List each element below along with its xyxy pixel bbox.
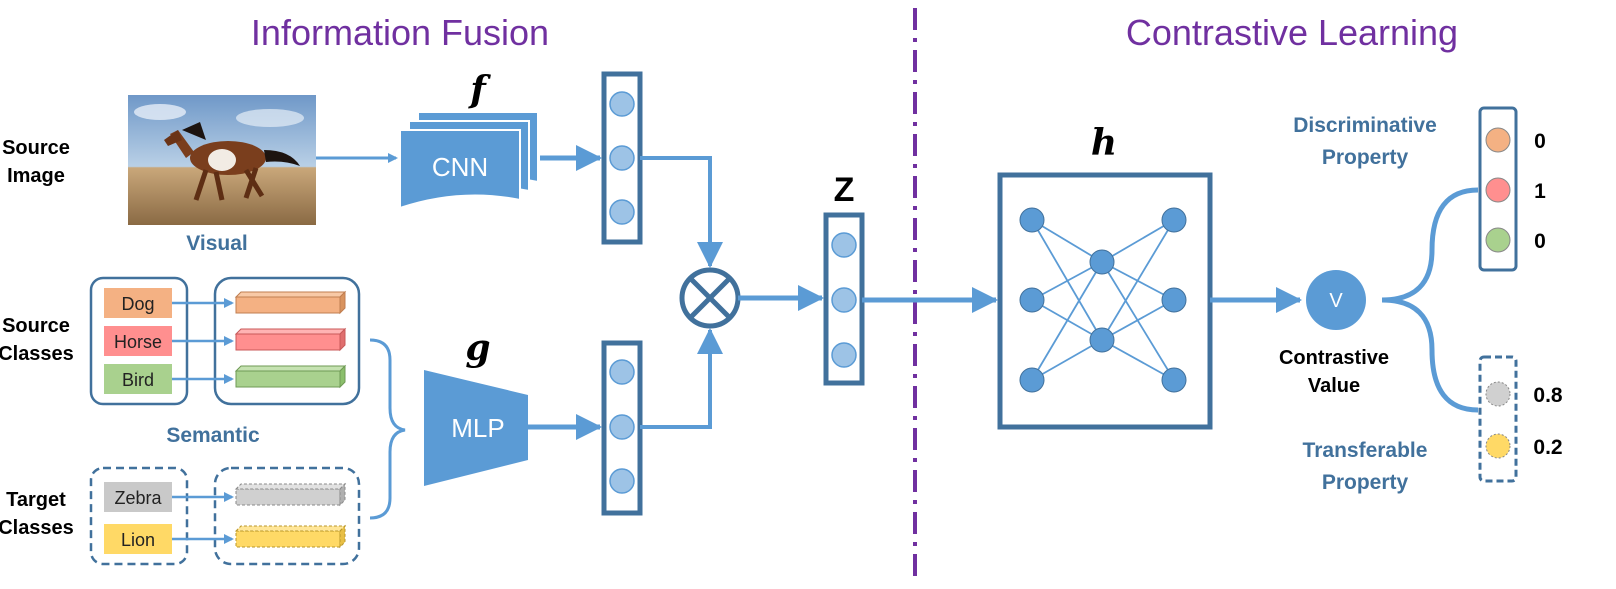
class-horse-label: Horse — [114, 332, 162, 352]
branch-to-transferable — [1381, 297, 1479, 413]
semantic-label: Semantic — [166, 424, 260, 447]
target-classes-label-line2: Classes — [0, 517, 74, 539]
class-bird: Bird — [104, 364, 172, 394]
embedding-bird — [234, 364, 347, 389]
class-dog: Dog — [104, 288, 172, 318]
h-network — [997, 172, 1213, 430]
discriminative-label-line2: Property — [1322, 146, 1409, 169]
g-label: g — [465, 327, 490, 369]
transferable-value-1: 0.8 — [1533, 384, 1563, 407]
discriminative-vector — [1478, 106, 1518, 272]
source-image — [128, 95, 316, 225]
class-merge-brace — [369, 338, 406, 520]
embedding-lion — [234, 524, 347, 549]
discriminative-value-1: 0 — [1534, 130, 1546, 153]
class-zebra: Zebra — [104, 482, 172, 512]
transferable-label-line2: Property — [1322, 471, 1409, 494]
embedding-dog — [234, 290, 347, 315]
visual-label: Visual — [186, 232, 247, 255]
v-label: V — [1329, 290, 1343, 312]
cnn-label: CNN — [432, 152, 488, 182]
visual-feature-vector — [601, 71, 643, 245]
f-label: f — [467, 69, 491, 111]
source-image-label-line1: Source — [2, 137, 70, 159]
class-lion: Lion — [104, 524, 172, 554]
horse-icon — [164, 122, 300, 201]
contrastive-value-label-line1: Contrastive — [1279, 347, 1389, 369]
fusion-title: Information Fusion — [251, 12, 549, 53]
source-classes-label-line2: Classes — [0, 343, 74, 365]
h-label: h — [1091, 122, 1117, 164]
transferable-vector — [1478, 355, 1518, 483]
contrastive-value-label-line2: Value — [1308, 375, 1360, 397]
z-vector — [823, 212, 865, 386]
contrastive-value-node: V — [1306, 270, 1366, 330]
discriminative-label-line1: Discriminative — [1293, 114, 1437, 137]
source-image-label-line2: Image — [7, 165, 65, 187]
discriminative-value-3: 0 — [1534, 230, 1546, 253]
target-classes-label-line1: Target — [6, 489, 66, 511]
class-zebra-label: Zebra — [114, 488, 162, 508]
fusion-operator-icon — [679, 267, 741, 329]
transferable-value-2: 0.2 — [1533, 436, 1562, 459]
source-classes-label-line1: Source — [2, 315, 70, 337]
mlp-module: MLP — [424, 370, 528, 486]
semantic-feature-vector — [601, 340, 643, 516]
contrastive-title: Contrastive Learning — [1126, 12, 1458, 53]
transferable-label-line1: Transferable — [1303, 439, 1428, 462]
class-lion-label: Lion — [121, 530, 155, 550]
class-bird-label: Bird — [122, 370, 154, 390]
z-label: Z — [834, 171, 855, 209]
class-dog-label: Dog — [121, 294, 154, 314]
target-embedding-group — [213, 466, 361, 566]
branch-to-discriminative — [1381, 187, 1479, 303]
arrow-visual-to-fusion — [640, 156, 723, 268]
cnn-module: CNN — [399, 111, 539, 210]
embedding-zebra — [234, 482, 347, 507]
arrow-semantic-to-fusion — [640, 328, 723, 429]
discriminative-value-2: 1 — [1534, 180, 1546, 203]
mlp-label: MLP — [451, 413, 504, 443]
embedding-horse — [234, 327, 347, 352]
class-horse: Horse — [104, 326, 172, 356]
